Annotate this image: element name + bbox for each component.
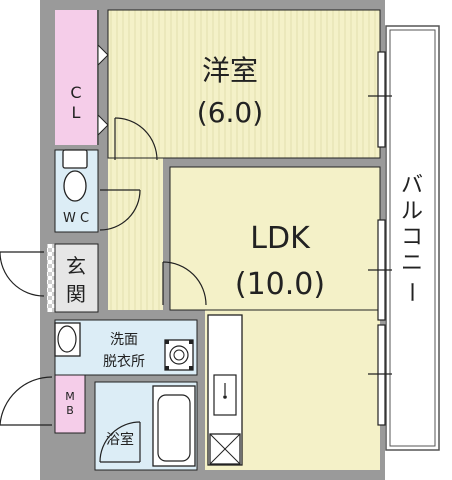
- ldk-room: [170, 167, 380, 310]
- windows: [368, 51, 392, 426]
- closet: [55, 10, 97, 145]
- bath-label: 浴室: [106, 431, 134, 448]
- western-room-size: (6.0): [197, 96, 263, 129]
- door-swings: [0, 117, 207, 463]
- mb-label-b: B: [66, 404, 74, 417]
- western-room: [108, 10, 380, 158]
- entrance: [55, 244, 98, 312]
- toilet-icon: [62, 149, 88, 202]
- svg-text:コ: コ: [401, 225, 423, 250]
- closet-label-c: C: [70, 83, 81, 102]
- svg-text:バ: バ: [401, 173, 423, 198]
- closet-label-l: L: [72, 103, 81, 122]
- svg-text:ニ: ニ: [401, 251, 423, 276]
- entrance-label-1: 玄: [66, 254, 86, 278]
- svg-text:ー: ー: [398, 281, 423, 303]
- balcony-label: バ ル コ ニ ー: [398, 173, 423, 303]
- entrance-threshold: [47, 244, 55, 312]
- washer-icon: [164, 339, 194, 371]
- mb-label-m: M: [65, 390, 75, 403]
- wc-label: W C: [63, 211, 89, 226]
- ldk-size: (10.0): [235, 267, 325, 302]
- balcony-area: [385, 25, 440, 451]
- ldk-label: LDK: [250, 221, 311, 256]
- meter-box: [55, 375, 85, 433]
- svg-text:ル: ル: [401, 199, 423, 224]
- closet-door-marker-2: [97, 113, 109, 137]
- washroom-label-2: 脱衣所: [103, 354, 145, 370]
- balcony-railing: [389, 29, 436, 447]
- entrance-label-2: 関: [66, 282, 86, 306]
- kitchen-counter: [207, 314, 243, 466]
- western-room-label: 洋室: [202, 54, 258, 87]
- washroom-label-1: 洗面: [110, 332, 138, 348]
- corridor: [108, 158, 163, 310]
- bathtub-icon: [152, 385, 196, 467]
- sink-icon: [54, 322, 81, 357]
- closet-door-marker: [97, 43, 109, 67]
